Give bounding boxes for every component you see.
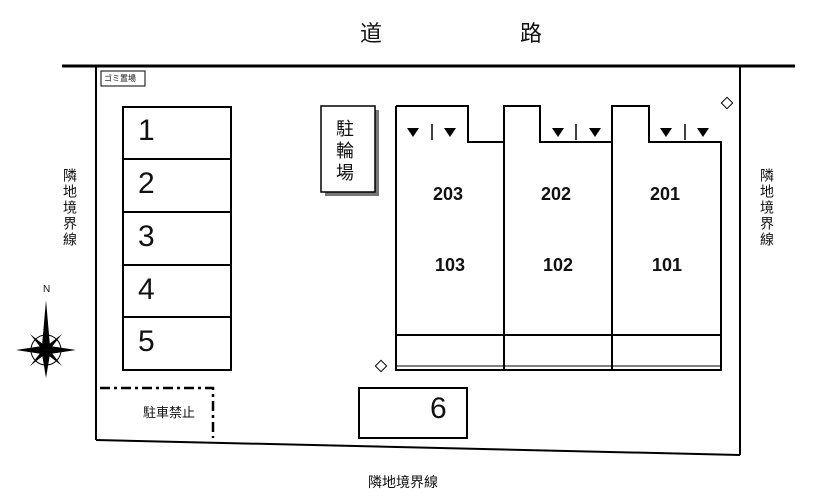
unit-label: 201: [650, 184, 681, 204]
parking-6-box: [358, 387, 468, 439]
boundary-marker-icon: [720, 96, 734, 110]
entrance-arrow-icon: [697, 128, 709, 137]
entrance-arrow-icon: [589, 128, 601, 137]
unit-label: 202: [541, 184, 572, 204]
entrance-arrow-icon: [552, 128, 564, 137]
entrance-arrow-icon: [407, 128, 419, 137]
bicycle-parking-box: [320, 105, 376, 193]
bicycle-parking-label: 駐輪場: [333, 119, 354, 185]
parking-space-label: 3: [138, 220, 155, 253]
parking-space-label: 6: [430, 392, 447, 425]
compass-north-label: N: [43, 284, 51, 295]
entrance-dividers: [431, 124, 686, 140]
entrance-arrow-icon: [660, 128, 672, 137]
boundary-marker-icon: [374, 359, 388, 373]
no-parking-label: 駐車禁止: [143, 406, 196, 421]
unit-label: 102: [543, 255, 574, 275]
bottom-boundary-line: [95, 439, 741, 456]
right-boundary-label: 隣地境界線: [758, 168, 774, 248]
compass-rose-icon: [16, 300, 76, 378]
building-outline: [395, 105, 722, 371]
garbage-area-label: ゴミ置場: [104, 74, 136, 83]
parking-block: [122, 106, 232, 371]
garbage-area-box: [100, 70, 146, 87]
road-label: 道 路: [360, 22, 601, 47]
parking-outline: [122, 106, 232, 371]
parking-space-label: 2: [138, 167, 155, 200]
bottom-boundary-label: 隣地境界線: [368, 475, 438, 491]
left-boundary-label: 隣地境界線: [61, 168, 77, 248]
entrance-arrow-icon: [444, 128, 456, 137]
parking-space-label: 5: [138, 325, 155, 358]
parking-space-label: 1: [138, 114, 155, 147]
unit-label: 103: [435, 255, 466, 275]
unit-label: 101: [652, 255, 683, 275]
parking-space-label: 4: [138, 273, 155, 306]
entrance-markers: [407, 128, 709, 137]
no-parking-area-line: [100, 386, 215, 438]
unit-label: 203: [433, 184, 464, 204]
